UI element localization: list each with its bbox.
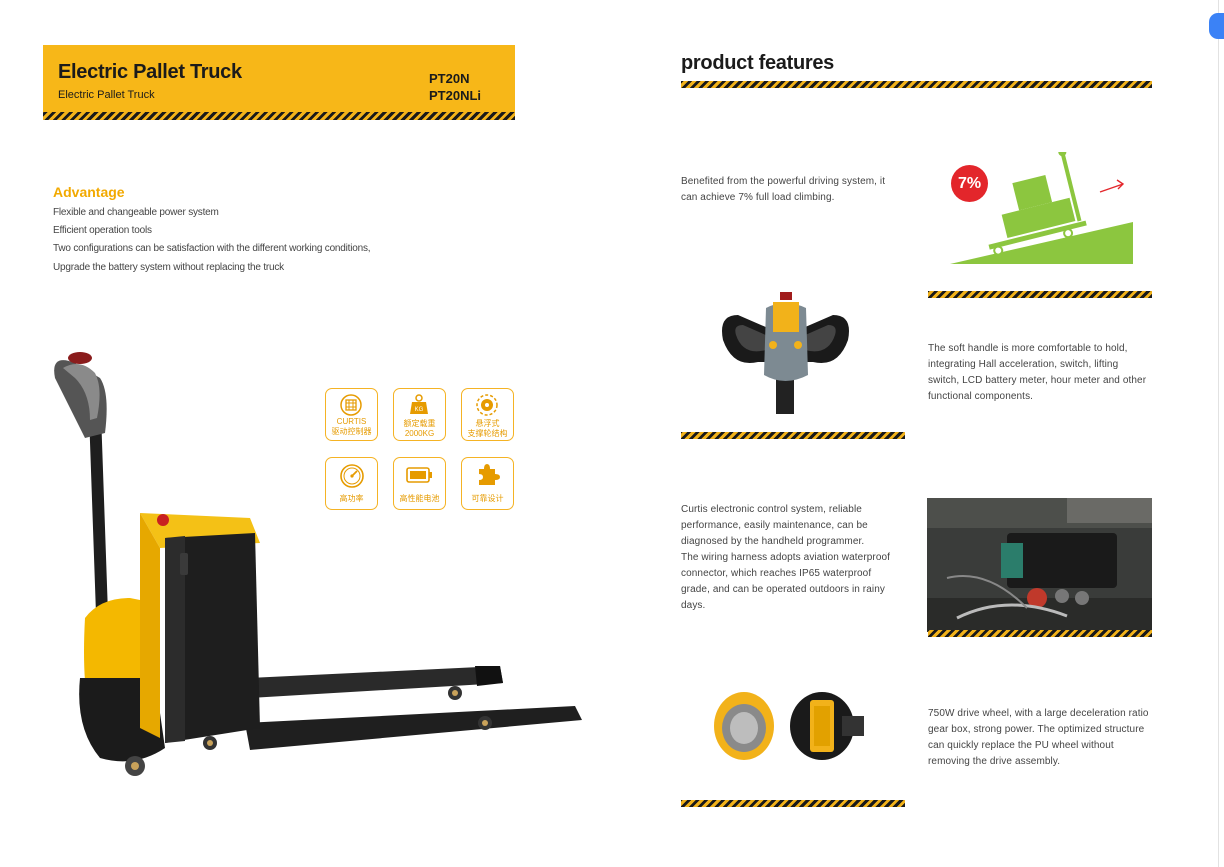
controller-photo xyxy=(927,498,1152,632)
feature-text-drive-wheel: 750W drive wheel, with a large decelerat… xyxy=(928,708,1149,767)
header-banner: Electric Pallet Truck Electric Pallet Tr… xyxy=(43,45,515,113)
advantage-item: Two configurations can be satisfaction w… xyxy=(53,243,371,254)
product-title: Electric Pallet Truck xyxy=(58,61,242,83)
feature-icon-label: 2000KG xyxy=(404,429,435,438)
feature-icon-label: 悬浮式 xyxy=(475,419,500,428)
feature-icon-label: 支撑轮结构 xyxy=(467,429,508,438)
climb-percent-badge: 7% xyxy=(951,165,988,202)
feature-text-curtis: Curtis electronic control system, reliab… xyxy=(681,504,868,547)
feature-icon-curtis: CURTIS 驱动控制器 xyxy=(325,388,378,441)
weight-kg-icon: KG xyxy=(410,394,428,414)
feature-text-handle: The soft handle is more comfortable to h… xyxy=(928,343,1147,402)
battery-icon xyxy=(406,467,432,483)
puzzle-icon xyxy=(479,464,500,485)
feature-icon-suspension: 悬浮式 支撑轮结构 xyxy=(461,388,514,441)
feature-text-waterproof: The wiring harness adopts aviation water… xyxy=(681,552,891,611)
product-subtitle: Electric Pallet Truck xyxy=(58,89,155,101)
hazard-stripe xyxy=(928,630,1152,637)
feature-icon-label: 驱动控制器 xyxy=(331,427,372,436)
hazard-stripe xyxy=(928,291,1152,298)
drive-wheel-image xyxy=(714,692,864,760)
hazard-stripe xyxy=(681,432,905,439)
feature-icon-label: 额定载重 xyxy=(403,419,436,428)
advantage-item: Efficient operation tools xyxy=(53,225,152,236)
pallet-truck-image xyxy=(54,352,582,776)
feature-icon-power: 高功率 xyxy=(325,457,378,510)
hazard-stripe xyxy=(43,112,515,120)
hazard-stripe xyxy=(681,800,905,807)
curtis-chip-icon xyxy=(340,394,362,416)
hazard-stripe xyxy=(681,81,1152,88)
side-tab-handle[interactable] xyxy=(1209,13,1224,39)
advantage-item: Upgrade the battery system without repla… xyxy=(53,262,284,273)
feature-text-climbing: Benefited from the powerful driving syst… xyxy=(681,176,886,203)
feature-icon-label: 高性能电池 xyxy=(399,494,440,503)
advantage-heading: Advantage xyxy=(53,184,125,200)
handle-image xyxy=(722,292,849,414)
climbing-slope-image xyxy=(950,152,1133,264)
feature-icon-label: 可靠设计 xyxy=(471,494,504,503)
model-pt20n: PT20N xyxy=(429,71,470,86)
feature-icon-load: KG 额定载重 2000KG xyxy=(393,388,446,441)
model-pt20nli: PT20NLi xyxy=(429,88,482,103)
suspension-wheel-icon xyxy=(476,394,498,416)
feature-icon-label: 高功率 xyxy=(339,494,364,503)
page-edge xyxy=(1218,0,1219,867)
svg-text:KG: KG xyxy=(415,407,424,413)
feature-icon-label: CURTIS xyxy=(336,417,367,426)
speedometer-icon xyxy=(340,464,364,488)
feature-icon-battery: 高性能电池 xyxy=(393,457,446,510)
features-heading: product features xyxy=(681,52,835,74)
feature-icon-reliable: 可靠设计 xyxy=(461,457,514,510)
advantage-item: Flexible and changeable power system xyxy=(53,207,219,218)
